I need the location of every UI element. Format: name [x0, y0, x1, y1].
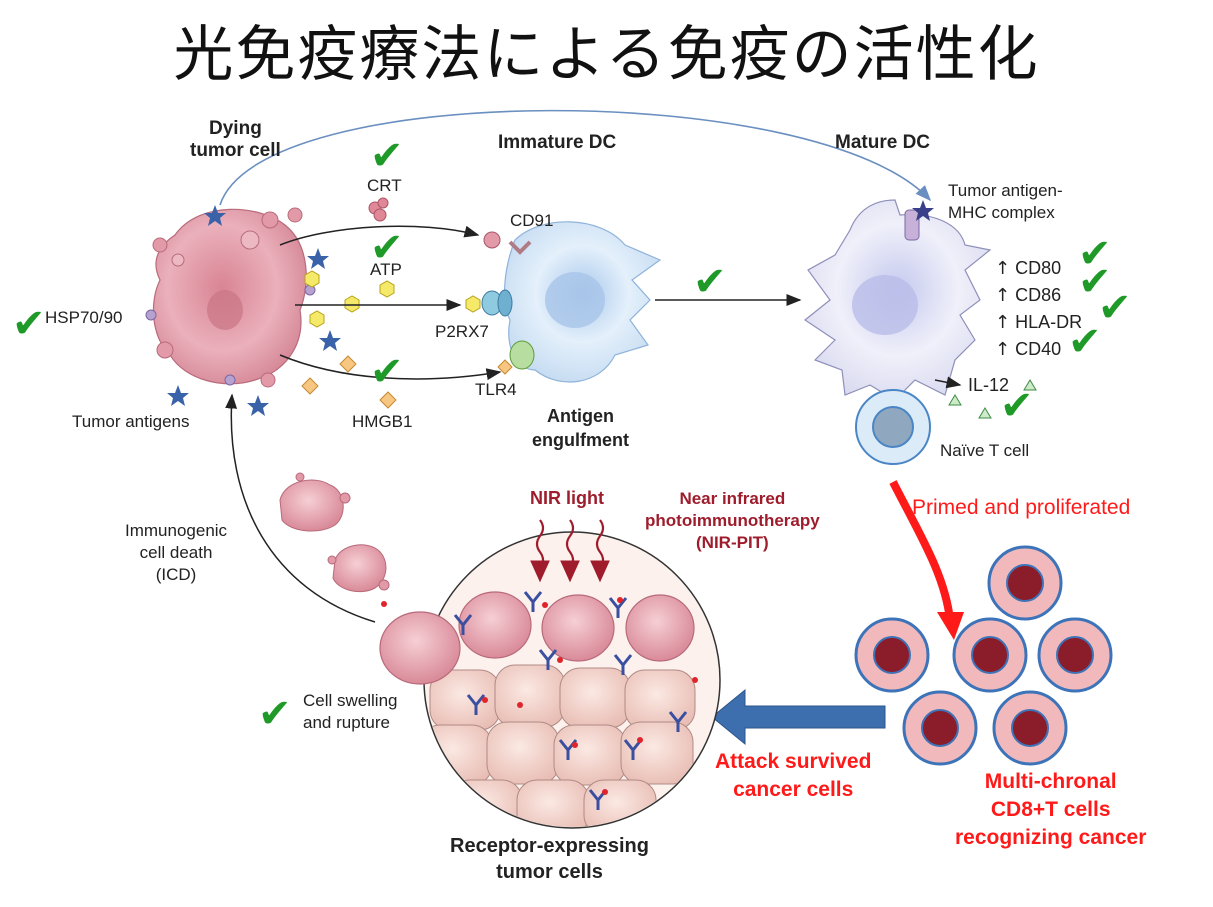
label-naive-t-cell: Naïve T cell [940, 441, 1030, 460]
top-curved-arrow [219, 109, 932, 206]
label-tumor-antigens: Tumor antigens [72, 412, 190, 431]
label-crt: CRT [367, 176, 402, 195]
naive-t-cell [855, 389, 931, 465]
label-cd91: CD91 [510, 211, 554, 230]
check-icon-il12: ✔ [1000, 383, 1034, 429]
label-cell-swelling: Cell swelling and rupture [303, 691, 398, 732]
check-icon-cd86: ✔ [1078, 259, 1112, 305]
label-receptor-expressing: Receptor-expressing tumor cells [450, 835, 649, 883]
tumor-antigen-stars [167, 205, 341, 416]
label-attack: Attack survived cancer cells [715, 750, 872, 801]
ruptured-cells [279, 472, 390, 593]
label-primed: Primed and proliferated [912, 496, 1131, 519]
check-icon-cd40: ✔ [1068, 319, 1102, 365]
il12-arrow [934, 376, 962, 389]
label-multichronal: Multi-chronal CD8+T cells recognizing ca… [955, 770, 1147, 849]
label-p2rx7: P2RX7 [435, 322, 489, 341]
crt-molecules [368, 197, 389, 222]
primed-arrow [889, 480, 954, 621]
check-icon-hsp: ✔ [12, 301, 46, 347]
label-hmgb1: HMGB1 [352, 412, 413, 431]
check-icon-hla-dr: ✔ [1098, 285, 1132, 331]
marker-hla-dr: ↑ HLA-DR [995, 312, 1083, 333]
marker-list: ↑ CD80 ↑ CD86 ↑ HLA-DR ↑ CD40 [995, 255, 1082, 363]
icd-arrow [225, 393, 376, 623]
label-tlr4: TLR4 [475, 380, 517, 399]
marker-cd80: ↑ CD80 [995, 258, 1062, 279]
marker-cd40: ↑ CD40 [995, 339, 1062, 360]
check-icon-crt: ✔ [370, 133, 404, 179]
immature-dc [465, 221, 662, 383]
label-immature-dc: Immature DC [498, 132, 617, 153]
label-icd: Immunogenic cell death (ICD) [125, 521, 228, 584]
label-nir-light: NIR light [530, 488, 604, 508]
check-icon-maturation: ✔ [693, 259, 727, 305]
check-icon-swelling: ✔ [258, 691, 292, 737]
cd8-t-cells [854, 545, 1113, 766]
page-title: 光免疫療法による免疫の活性化 [173, 20, 1040, 90]
label-antigen-engulfment: Antigen engulfment [532, 406, 629, 450]
hmgb1-arrow [279, 354, 502, 381]
atp-molecules [304, 270, 395, 328]
marker-cd86: ↑ CD86 [995, 285, 1062, 306]
attack-arrow [711, 688, 886, 746]
check-icon-hmgb1: ✔ [370, 349, 404, 395]
label-il12: IL-12 [968, 375, 1010, 395]
label-atp: ATP [370, 260, 402, 279]
label-dying-tumor-cell: Dying tumor cell [190, 118, 281, 161]
hmgb1-molecules [301, 355, 397, 409]
check-icon-cd80: ✔ [1078, 231, 1112, 277]
mature-dc [803, 199, 992, 401]
label-hsp: HSP70/90 [45, 308, 123, 327]
swelling-cell [379, 601, 473, 685]
crt-arrow [279, 225, 480, 246]
il12-triangles [948, 379, 1037, 419]
label-mhc-complex: Tumor antigen- MHC complex [948, 181, 1063, 222]
dying-tumor-cell [145, 207, 316, 388]
label-nir-pit: Near infrared photoimmunotherapy (NIR-PI… [645, 489, 820, 552]
check-icon-atp: ✔ [370, 225, 404, 271]
nir-light-arrows [530, 519, 610, 583]
label-mature-dc: Mature DC [835, 132, 931, 153]
